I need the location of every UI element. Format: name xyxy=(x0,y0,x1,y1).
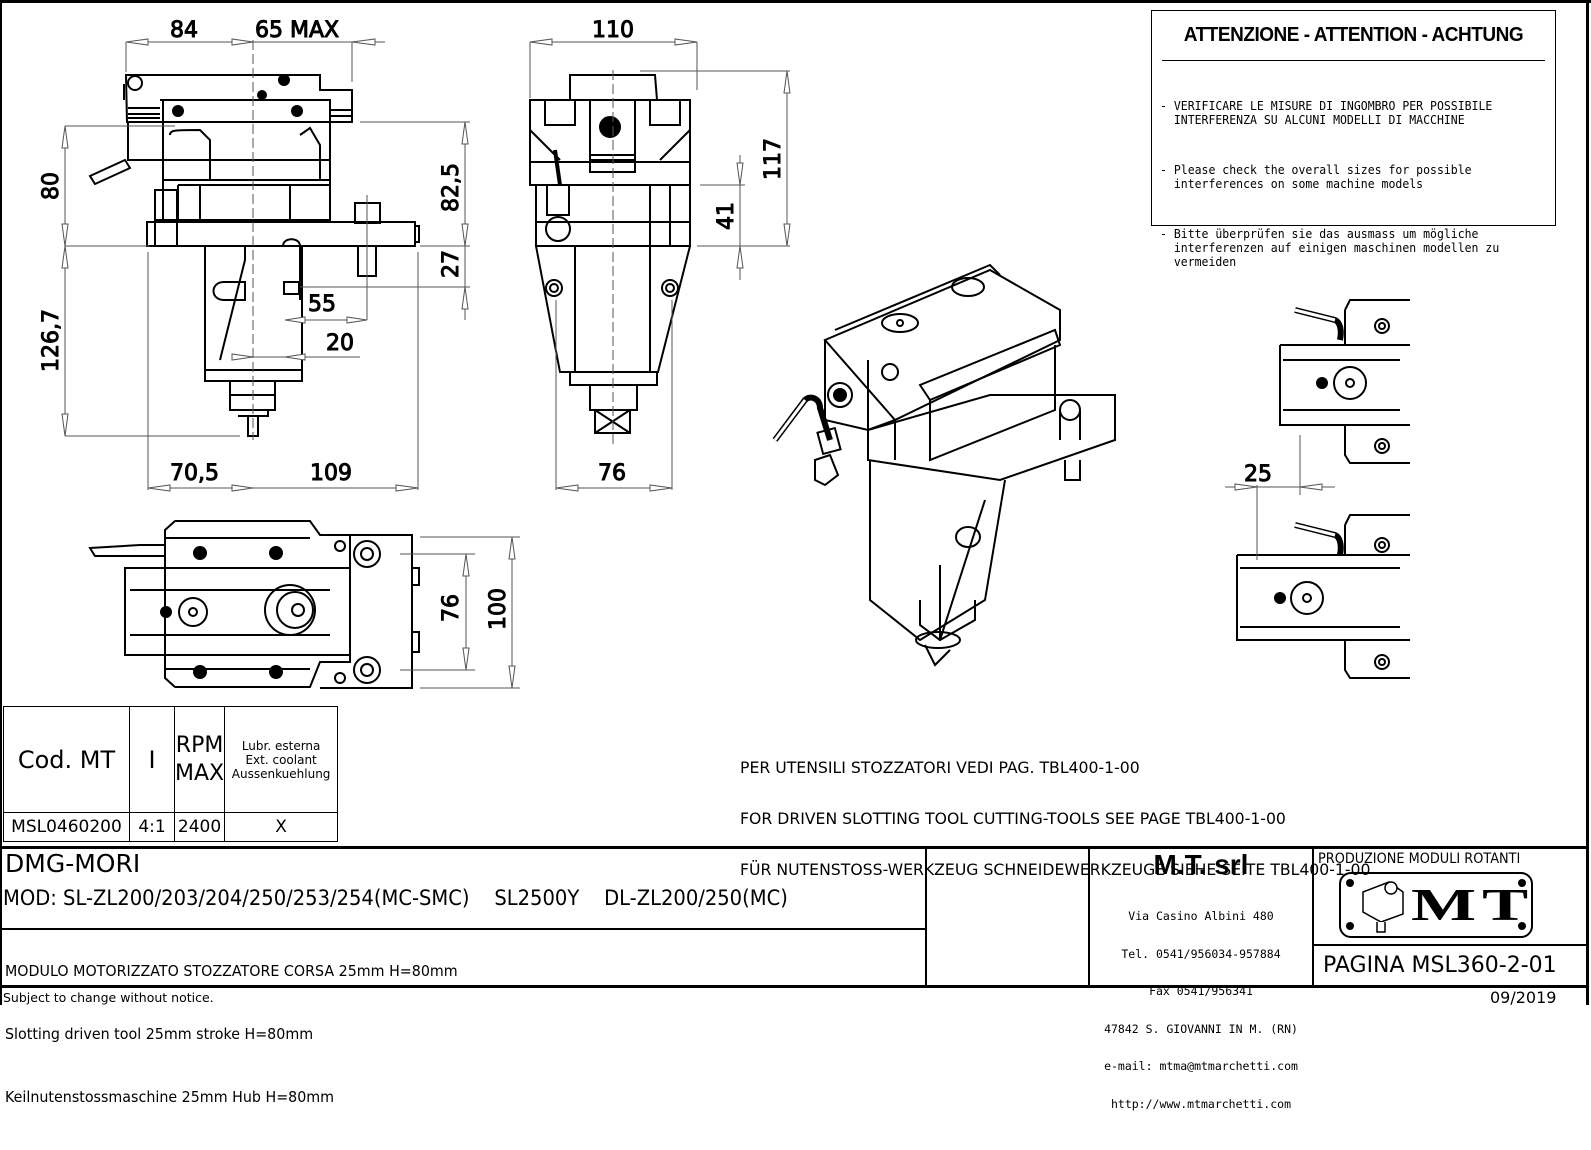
isometric-view xyxy=(772,263,1116,667)
stroke-view-arrows xyxy=(1234,483,1323,491)
dim-65-max: 65 MAX xyxy=(255,18,339,43)
company-address: Via Casino Albini 480 Tel. 0541/956034-9… xyxy=(1090,885,1312,1135)
dim-41: 41 xyxy=(714,202,739,230)
description-de: Keilnutenstossmaschine 25mm Hub H=80mm xyxy=(5,1088,335,1106)
divider-3 xyxy=(1312,846,1314,986)
dim-25-stroke: 25 xyxy=(1244,462,1272,487)
brand-name: DMG-MORI xyxy=(5,849,141,878)
description-it: MODULO MOTORIZZATO STOZZATORE CORSA 25mm… xyxy=(5,962,458,980)
header-code: Cod. MT xyxy=(3,706,130,813)
page-number: PAGINA MSL360-2-01 xyxy=(1323,953,1557,978)
cell-coolant: X xyxy=(224,812,339,842)
dim-126-7: 126,7 xyxy=(39,309,64,372)
dim-55: 55 xyxy=(308,292,336,317)
dim-70-5: 70,5 xyxy=(170,461,219,486)
frame-top-border xyxy=(0,0,1591,3)
header-coolant: Lubr. esterna Ext. coolant Aussenkuehlun… xyxy=(224,706,339,813)
cell-code: MSL0460200 xyxy=(3,812,130,842)
company-name: M.T. srl xyxy=(1153,849,1249,880)
side-view-dimension-texts: 84 65 MAX 80 126,7 82,5 27 55 20 70,5 10… xyxy=(39,18,465,487)
attention-item-de: - Bitte überprüfen sie das ausmass um mö… xyxy=(1160,226,1500,269)
side-view-arrows xyxy=(61,38,469,492)
front-view-dimension-lines xyxy=(529,41,790,490)
address-fax: Fax 0541/956341 xyxy=(1149,984,1253,998)
table-row: MSL0460200 4:1 2400 X xyxy=(3,812,339,842)
note-line-de: FÜR NUTENSTOSS-WERKZEUG SCHNEIDEWERKZEUG… xyxy=(740,860,1371,879)
top-view-arrows xyxy=(462,536,516,689)
title-block-top-line xyxy=(0,846,1589,849)
dim-110: 110 xyxy=(592,18,634,43)
dim-27: 27 xyxy=(439,250,464,278)
attention-item-en: - Please check the overall sizes for pos… xyxy=(1160,162,1472,191)
address-street: Via Casino Albini 480 xyxy=(1128,909,1274,923)
divider-2 xyxy=(1088,846,1090,986)
front-view-dimension-texts: 110 76 117 41 xyxy=(592,18,787,487)
product-table: Cod. MT I RPM MAX Lubr. esterna Ext. coo… xyxy=(3,706,339,842)
side-view xyxy=(88,74,420,437)
attention-title: ATTENZIONE - ATTENTION - ACHTUNG xyxy=(1162,11,1545,61)
logo-text: MT xyxy=(1411,879,1535,930)
dim-76-front: 76 xyxy=(598,461,626,486)
frame-right-border xyxy=(1586,0,1589,1005)
logo-graphic-icon xyxy=(1346,879,1526,933)
title-block-mid-line xyxy=(0,928,925,930)
attention-item-it: - VERIFICARE LE MISURE DI INGOMBRO PER P… xyxy=(1160,98,1493,127)
address-email[interactable]: e-mail: mtma@mtmarchetti.com xyxy=(1104,1059,1298,1073)
divider-page xyxy=(1312,944,1589,946)
description: MODULO MOTORIZZATO STOZZATORE CORSA 25mm… xyxy=(5,919,458,1150)
attention-box: ATTENZIONE - ATTENTION - ACHTUNG - VERIF… xyxy=(1151,10,1556,269)
product-table-header: Cod. MT I RPM MAX Lubr. esterna Ext. coo… xyxy=(3,706,339,813)
header-ratio: I xyxy=(129,706,175,813)
description-en: Slotting driven tool 25mm stroke H=80mm xyxy=(5,1025,314,1043)
stroke-view-dimension-lines xyxy=(1225,435,1335,560)
top-view-dimension-texts: 76 100 xyxy=(439,588,512,631)
address-city: 47842 S. GIOVANNI IN M. (RN) xyxy=(1104,1021,1298,1036)
dim-76-top: 76 xyxy=(439,594,464,622)
attention-body: - VERIFICARE LE MISURE DI INGOMBRO PER P… xyxy=(1152,61,1555,305)
address-website[interactable]: http://www.mtmarchetti.com xyxy=(1110,1096,1291,1111)
disclaimer: Subject to change without notice. xyxy=(3,990,214,1005)
cell-rpm: 2400 xyxy=(173,812,226,842)
dim-109: 109 xyxy=(310,461,352,486)
title-block-bottom-line xyxy=(0,985,1589,988)
cutting-tools-note: PER UTENSILI STOZZATORI VEDI PAG. TBL400… xyxy=(740,725,1371,895)
revision-date: 09/2019 xyxy=(1490,988,1557,1007)
front-view-arrows xyxy=(529,38,791,492)
dim-82-5: 82,5 xyxy=(439,163,464,212)
dim-117: 117 xyxy=(761,138,786,180)
divider-1 xyxy=(925,846,927,986)
stroke-view-upper xyxy=(1279,299,1410,464)
dim-80: 80 xyxy=(39,172,64,200)
header-rpm-max: RPM MAX xyxy=(173,706,226,813)
stroke-view-lower xyxy=(1236,514,1410,679)
production-label: PRODUZIONE MODULI ROTANTI xyxy=(1318,851,1521,867)
top-view xyxy=(88,520,420,689)
model-list: MOD: SL-ZL200/203/204/250/253/254(MC-SMC… xyxy=(3,886,788,910)
dim-100: 100 xyxy=(486,588,511,630)
note-line-it: PER UTENSILI STOZZATORI VEDI PAG. TBL400… xyxy=(740,758,1140,777)
company-logo: MT xyxy=(1339,872,1533,938)
note-line-en: FOR DRIVEN SLOTTING TOOL CUTTING-TOOLS S… xyxy=(740,809,1286,828)
frame-left-border xyxy=(0,0,2,1005)
technical-drawing-canvas: 84 65 MAX 80 126,7 82,5 27 55 20 70,5 10… xyxy=(39,18,1410,689)
address-tel: Tel. 0541/956034-957884 xyxy=(1121,946,1281,961)
front-view xyxy=(529,74,691,434)
cell-ratio: 4:1 xyxy=(129,812,175,842)
dim-84: 84 xyxy=(170,18,198,43)
dim-20: 20 xyxy=(326,331,354,356)
